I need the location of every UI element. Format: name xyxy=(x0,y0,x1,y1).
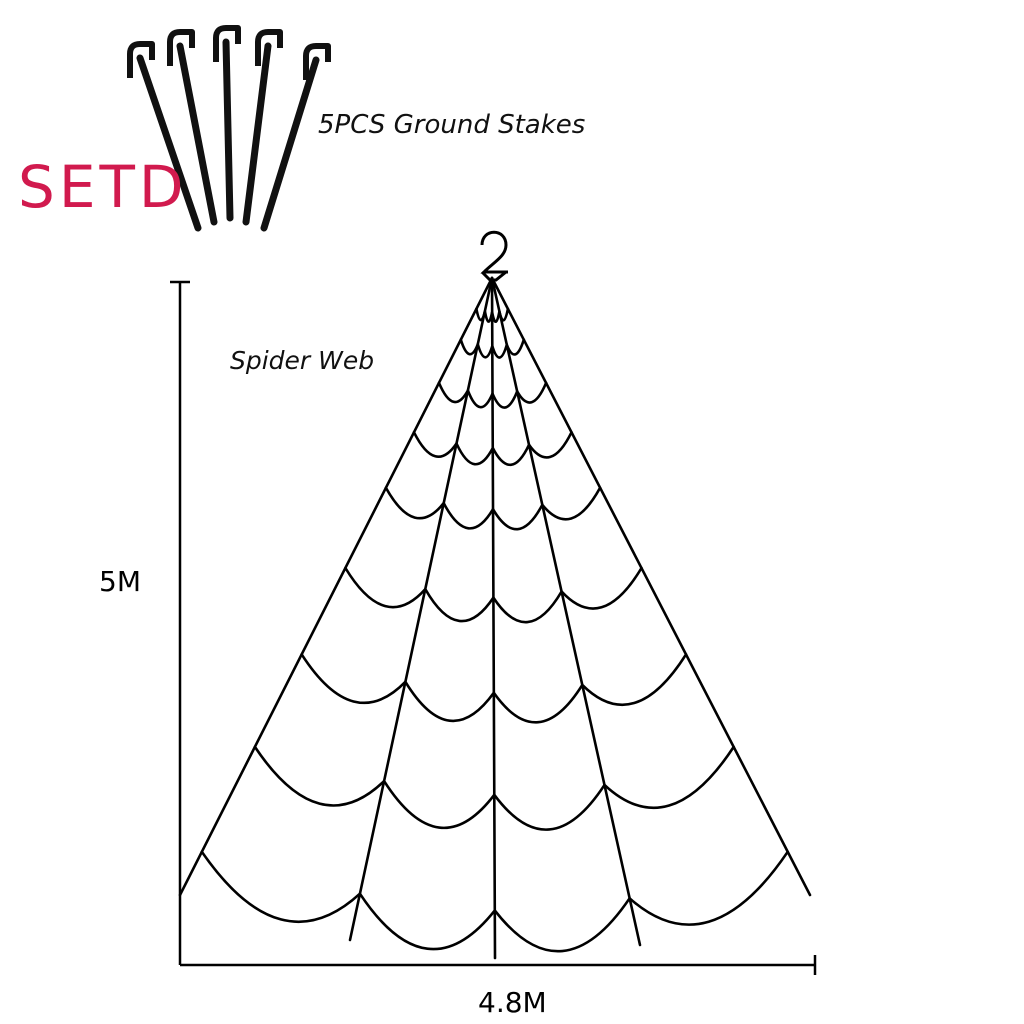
web-spoke xyxy=(490,276,497,960)
web-ring xyxy=(200,850,789,953)
stake-shaft xyxy=(242,42,272,226)
web-ring xyxy=(300,653,688,724)
stake-hook xyxy=(255,29,283,66)
web-ring xyxy=(437,381,548,409)
ground-stake-icon xyxy=(213,25,241,222)
web-ring xyxy=(253,745,735,831)
web-spoke xyxy=(348,276,494,942)
ground-stake-icon xyxy=(127,41,202,232)
ground-stake-icon xyxy=(260,43,331,232)
web-ring xyxy=(412,431,573,467)
stake-hook xyxy=(303,43,331,80)
stake-hook xyxy=(167,29,195,66)
web-ring xyxy=(459,338,526,359)
web-spoke xyxy=(490,276,812,897)
ground-stakes-group xyxy=(127,25,331,232)
web-ring xyxy=(475,307,510,324)
spider-web-graphic xyxy=(178,276,812,960)
stake-hook xyxy=(213,25,241,62)
web-spoke xyxy=(490,276,642,947)
ground-stake-icon xyxy=(242,29,283,226)
ground-stake-icon xyxy=(167,29,218,226)
web-ring xyxy=(344,566,643,624)
web-ring xyxy=(384,486,602,531)
stake-shaft xyxy=(136,54,202,232)
web-spoke xyxy=(178,276,494,897)
stake-hook xyxy=(127,41,155,78)
hook-icon xyxy=(480,230,508,282)
web-caption: Spider Web xyxy=(230,346,375,375)
width-dimension-label: 4.8M xyxy=(478,986,547,1019)
stake-shaft xyxy=(222,38,234,222)
brand-logo: SETD xyxy=(18,153,188,221)
stake-shaft xyxy=(176,42,218,226)
stake-shaft xyxy=(260,56,320,232)
dimension-lines xyxy=(170,280,817,975)
stakes-caption: 5PCS Ground Stakes xyxy=(318,110,586,140)
height-dimension-label: 5M xyxy=(99,565,141,598)
